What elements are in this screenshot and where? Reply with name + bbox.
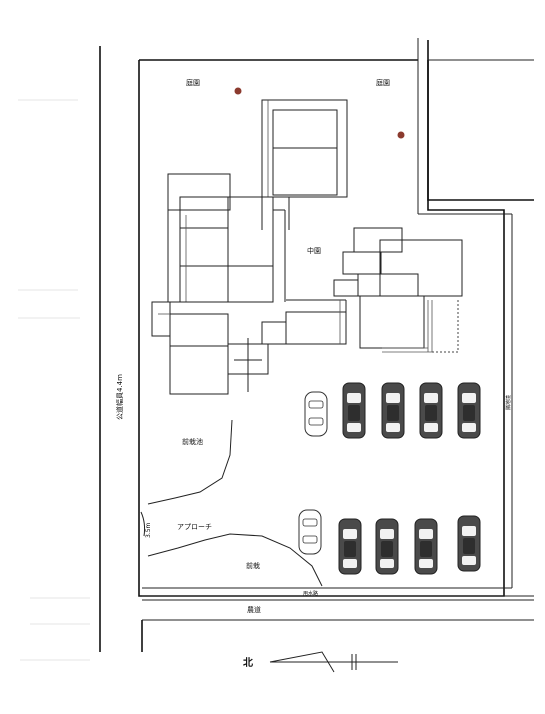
car-light bbox=[304, 391, 328, 437]
farm-road-label: 農道 bbox=[247, 605, 261, 614]
car-dark bbox=[419, 382, 443, 439]
car-dark bbox=[457, 382, 481, 439]
car-dark bbox=[375, 518, 399, 575]
parking-cars bbox=[298, 382, 481, 575]
car-dark bbox=[342, 382, 366, 439]
garden-right-label: 庭園 bbox=[376, 78, 390, 87]
car-dark bbox=[457, 515, 481, 572]
front-planting-label: 前栽 bbox=[246, 561, 260, 570]
north-arrow bbox=[269, 651, 398, 673]
approach-label: アプローチ bbox=[177, 523, 212, 531]
garden-left-label: 庭園 bbox=[186, 78, 200, 87]
pond-approach-lines bbox=[140, 419, 323, 587]
site-boundary bbox=[138, 38, 534, 597]
east-side-label: 隣地境 bbox=[505, 395, 512, 410]
courtyard-label: 中園 bbox=[307, 246, 321, 255]
car-dark bbox=[414, 518, 438, 575]
tree-dot-left bbox=[234, 87, 242, 95]
width-35-label: 3.5m bbox=[145, 522, 152, 538]
tree-dot-right bbox=[397, 131, 405, 139]
front-pond-label: 前栽池 bbox=[182, 437, 203, 446]
car-dark bbox=[381, 382, 405, 439]
car-light bbox=[298, 509, 322, 555]
north-label: 北 bbox=[243, 656, 253, 669]
building bbox=[151, 99, 463, 395]
irrigation-label: 用水路 bbox=[303, 590, 318, 597]
car-dark bbox=[338, 518, 362, 575]
road-strips bbox=[141, 587, 534, 652]
road-width-label: 公道幅員4.4m bbox=[115, 374, 124, 420]
scan-artifacts bbox=[18, 99, 90, 661]
